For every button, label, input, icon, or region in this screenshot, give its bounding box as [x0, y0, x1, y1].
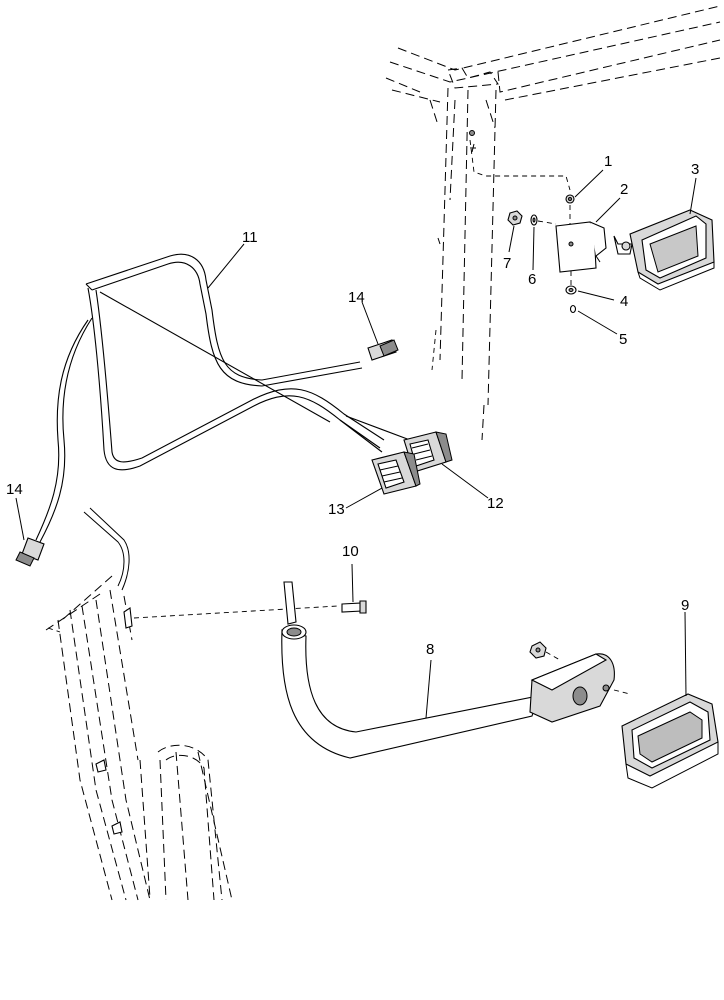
callout-2: 2: [620, 181, 628, 198]
bolt-part-5: [569, 304, 577, 314]
nut-part-1: [565, 194, 575, 204]
callout-14-lower: 14: [6, 481, 23, 498]
callout-5: 5: [619, 331, 627, 348]
connector-part-14-lower: [15, 537, 45, 567]
callout-6: 6: [528, 271, 536, 288]
nut-arm: [529, 641, 547, 659]
nut-part-7: [507, 210, 523, 226]
bolt-part-10: [341, 600, 367, 614]
nut-axis-line: [545, 651, 561, 661]
connector-part-13: [371, 451, 421, 495]
mounting-arm-part-8: [281, 581, 615, 759]
washer-part-6: [530, 214, 538, 226]
callout-4: 4: [620, 293, 628, 310]
cab-frame-upper: [385, 5, 721, 441]
wiring-harness-part-11: [35, 253, 411, 543]
work-lamp-part-9: [621, 693, 719, 789]
callout-9: 9: [681, 597, 689, 614]
callout-14-upper: 14: [348, 289, 365, 306]
leader-lines: [15, 169, 697, 719]
callout-10: 10: [342, 543, 359, 560]
lamp-axis-line: [613, 689, 631, 695]
callout-8: 8: [426, 641, 434, 658]
callout-11: 11: [242, 229, 258, 246]
callout-7: 7: [503, 255, 511, 272]
connector-part-14-upper: [367, 339, 399, 361]
callout-13: 13: [328, 501, 345, 518]
bracket-part-2: [555, 221, 607, 273]
washer-part-4: [565, 285, 577, 295]
frame-screw-hole: [469, 130, 475, 136]
callout-1: 1: [604, 153, 612, 170]
callout-12: 12: [487, 495, 504, 512]
cab-frame-lower: [45, 507, 233, 901]
fastener-axis-line-side: [537, 220, 557, 225]
callout-labels: 1 2 3 4 5 6 7 8 9 10 11 12 13 14 14: [6, 153, 699, 658]
bolt-axis-line: [133, 605, 339, 619]
work-lamp-part-3: [613, 209, 715, 291]
callout-3: 3: [691, 161, 699, 178]
